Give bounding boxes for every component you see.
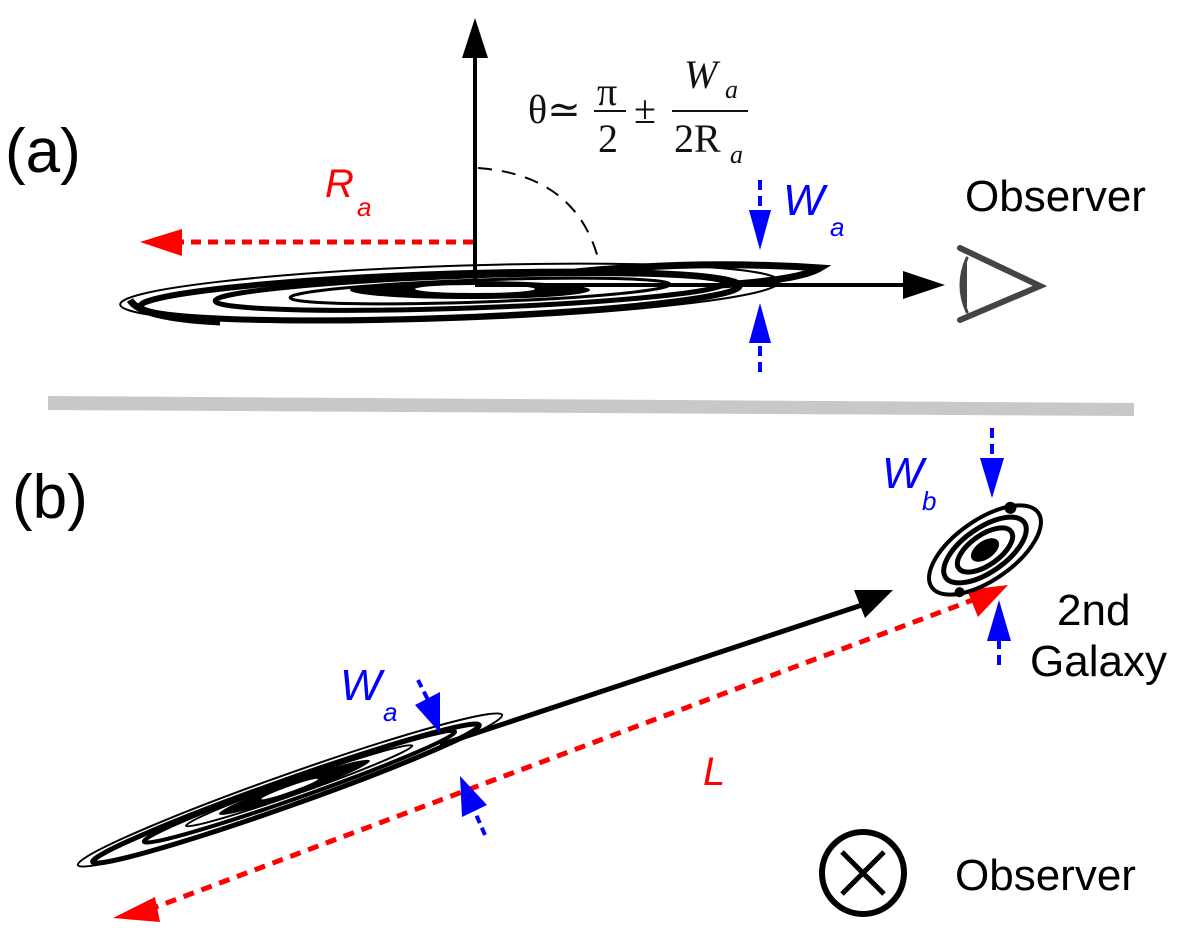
width-label-a: W xyxy=(783,176,828,225)
observer-label-b: Observer xyxy=(955,851,1136,900)
width-sub-a: a xyxy=(830,212,844,242)
panel-b-label: (b) xyxy=(12,463,88,532)
edge-on-galaxy-a xyxy=(119,261,832,326)
angle-arc xyxy=(477,167,599,259)
line-to-galaxy-arrow xyxy=(439,590,893,748)
vertical-axis-arrow xyxy=(462,18,488,290)
eye-icon xyxy=(957,245,1048,323)
galaxy-label-line2: Galaxy xyxy=(1030,637,1167,686)
sight-arrow-head-icon xyxy=(903,271,945,299)
spiral-galaxy-icon xyxy=(927,501,1043,598)
panel-a-label: (a) xyxy=(5,117,81,186)
observer-label-a: Observer xyxy=(965,172,1146,221)
galaxy-arrow-head-icon xyxy=(854,590,893,618)
width-arrow-up-icon xyxy=(749,303,771,343)
width-b-arrow-down-icon xyxy=(980,458,1004,498)
distance-arrow-head-right-icon xyxy=(967,585,1008,617)
formula-two: 2 xyxy=(598,116,618,161)
width-label-b: W xyxy=(882,449,927,498)
width-a-arrow-down-icon xyxy=(415,692,440,733)
panel-divider xyxy=(48,396,1134,416)
width-sub-b: b xyxy=(922,486,936,516)
line-of-sight-arrow-a xyxy=(475,271,945,299)
distance-label: L xyxy=(703,750,725,794)
radius-sub: a xyxy=(357,192,371,222)
width-arrows-b xyxy=(980,428,1011,665)
radius-label: R xyxy=(325,162,354,206)
width-arrow-down-icon xyxy=(749,210,771,250)
radius-arrow xyxy=(140,229,473,256)
width-arrows-a xyxy=(749,180,771,372)
distance-arrow-head-left-icon xyxy=(113,897,160,922)
radius-arrow-head-icon xyxy=(140,229,182,256)
formula-pm: ± xyxy=(634,87,656,132)
formula-den: 2R xyxy=(674,116,721,161)
distance-arrow xyxy=(113,585,1008,922)
width-sub-b-a: a xyxy=(383,697,397,727)
formula-num-sub: a xyxy=(725,75,738,104)
theta-formula: θ≃ π 2 ± W a 2R a xyxy=(528,52,748,169)
width-b-arrow-up-icon xyxy=(987,600,1011,641)
formula-pi: π xyxy=(597,69,617,114)
into-page-icon xyxy=(819,829,907,917)
formula-lhs: θ≃ xyxy=(528,87,581,132)
edge-on-galaxy-b xyxy=(76,712,504,868)
width-arrows-b-a xyxy=(415,679,487,836)
width-a-arrow-up-icon xyxy=(460,776,487,817)
galaxy-label-line1: 2nd xyxy=(1057,586,1130,635)
formula-num-w: W xyxy=(684,52,721,97)
formula-den-sub: a xyxy=(730,140,743,169)
width-label-b-a: W xyxy=(340,661,385,710)
vertical-arrow-head-icon xyxy=(462,18,488,58)
